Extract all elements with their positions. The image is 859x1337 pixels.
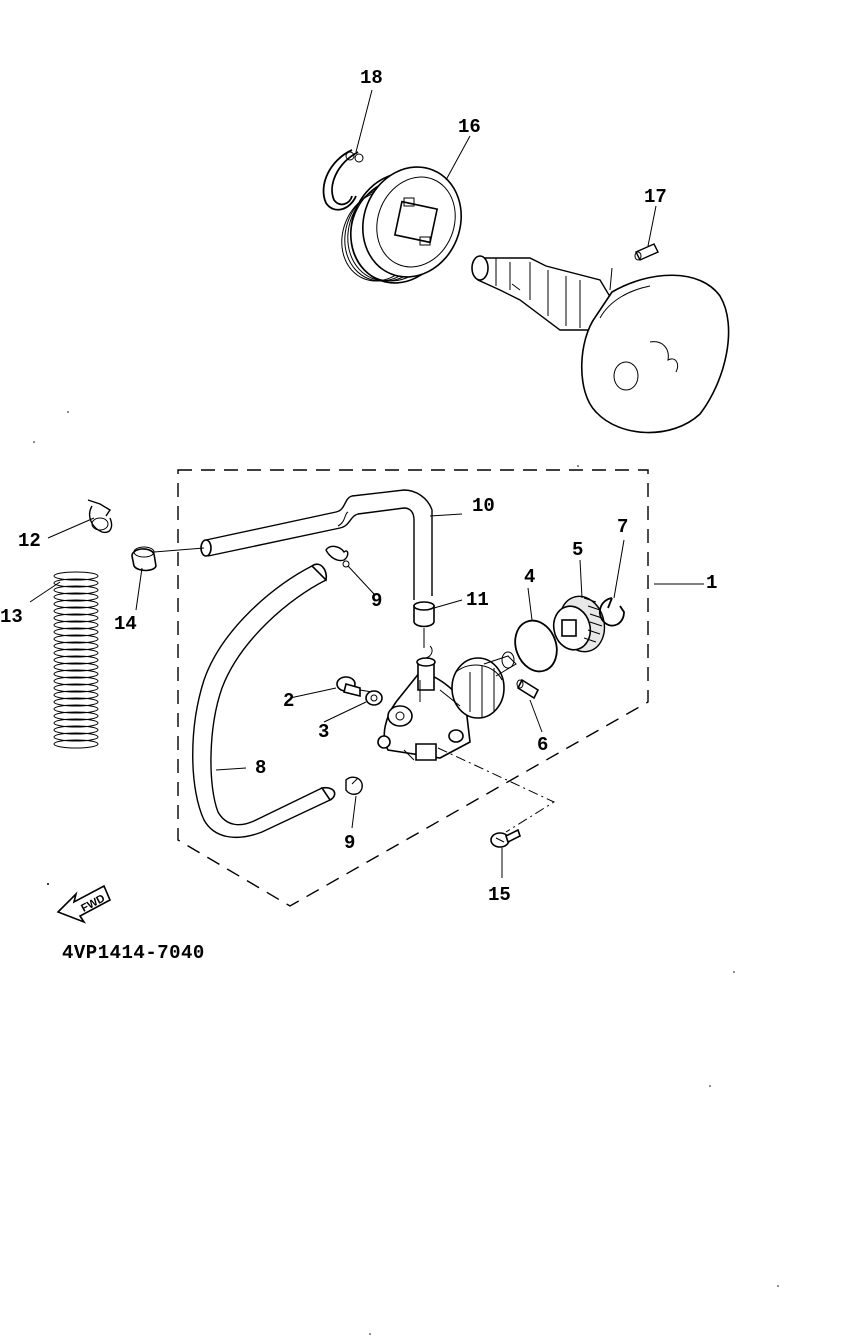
- spring-13: [53, 571, 99, 749]
- label-10: 10: [472, 495, 495, 517]
- spring-coil: [53, 613, 99, 623]
- scan-specks: [33, 411, 779, 1335]
- label-6: 6: [537, 734, 548, 756]
- screw-15: [490, 828, 521, 848]
- label-7: 7: [617, 516, 628, 538]
- spring-coil: [53, 641, 99, 651]
- label-16: 16: [458, 116, 481, 138]
- screw-2: [336, 676, 373, 698]
- circlip-18: [322, 149, 364, 211]
- label-4: 4: [524, 566, 535, 588]
- label-5: 5: [572, 539, 583, 561]
- spring-coil: [53, 662, 99, 672]
- spring-coil: [53, 739, 99, 749]
- gear-5: [552, 595, 606, 653]
- spring-coil: [53, 585, 99, 595]
- spring-coil: [53, 571, 99, 581]
- pin-17: [634, 243, 659, 261]
- spring-coil: [53, 690, 99, 700]
- label-18: 18: [360, 67, 383, 89]
- assembly-boundary: [177, 469, 649, 907]
- spring-coil: [53, 578, 99, 588]
- spring-coil: [53, 732, 99, 742]
- label-3: 3: [318, 721, 329, 743]
- label-1: 1: [706, 572, 717, 594]
- label-9-lower: 9: [344, 832, 355, 854]
- label-17: 17: [644, 186, 667, 208]
- label-14: 14: [114, 613, 137, 635]
- spring-coil: [53, 725, 99, 735]
- spring-coil: [53, 620, 99, 630]
- pin-6: [516, 678, 540, 700]
- spring-coil: [53, 627, 99, 637]
- spring-coil: [53, 648, 99, 658]
- hose-8: [192, 563, 336, 839]
- label-13: 13: [0, 606, 23, 628]
- spring-coil: [53, 711, 99, 721]
- alignment-line: [437, 747, 556, 833]
- o-ring-4: [514, 619, 558, 673]
- label-11: 11: [466, 589, 489, 611]
- label-2: 2: [283, 690, 294, 712]
- spring-coil: [53, 676, 99, 686]
- label-15: 15: [488, 884, 511, 906]
- label-12: 12: [18, 530, 41, 552]
- spring-coil: [53, 718, 99, 728]
- crankshaft: [471, 255, 730, 434]
- spring-coil: [53, 634, 99, 644]
- pulley-16: [341, 166, 463, 284]
- damper-14: [131, 546, 157, 572]
- label-9-upper: 9: [371, 590, 382, 612]
- clip-9-upper: [325, 545, 350, 568]
- fwd-arrow-icon: FWD: [56, 884, 112, 924]
- spring-coil: [53, 599, 99, 609]
- oil-pump-body: [377, 645, 517, 761]
- label-8: 8: [255, 757, 266, 779]
- spring-coil: [53, 697, 99, 707]
- hose-10: [200, 489, 433, 600]
- clip-9-lower: [345, 776, 363, 795]
- spring-coil: [53, 669, 99, 679]
- joint-11: [413, 601, 435, 648]
- spring-coil: [53, 655, 99, 665]
- washer-3: [365, 690, 383, 706]
- clip-12: [87, 499, 113, 534]
- spring-coil: [53, 592, 99, 602]
- leader-lines: [29, 89, 704, 878]
- diagram-code: 4VP1414-7040: [62, 942, 205, 964]
- circlip-7: [598, 597, 625, 627]
- spring-coil: [53, 606, 99, 616]
- fwd-label: FWD: [79, 892, 107, 914]
- spring-coil: [53, 704, 99, 714]
- spring-coil: [53, 683, 99, 693]
